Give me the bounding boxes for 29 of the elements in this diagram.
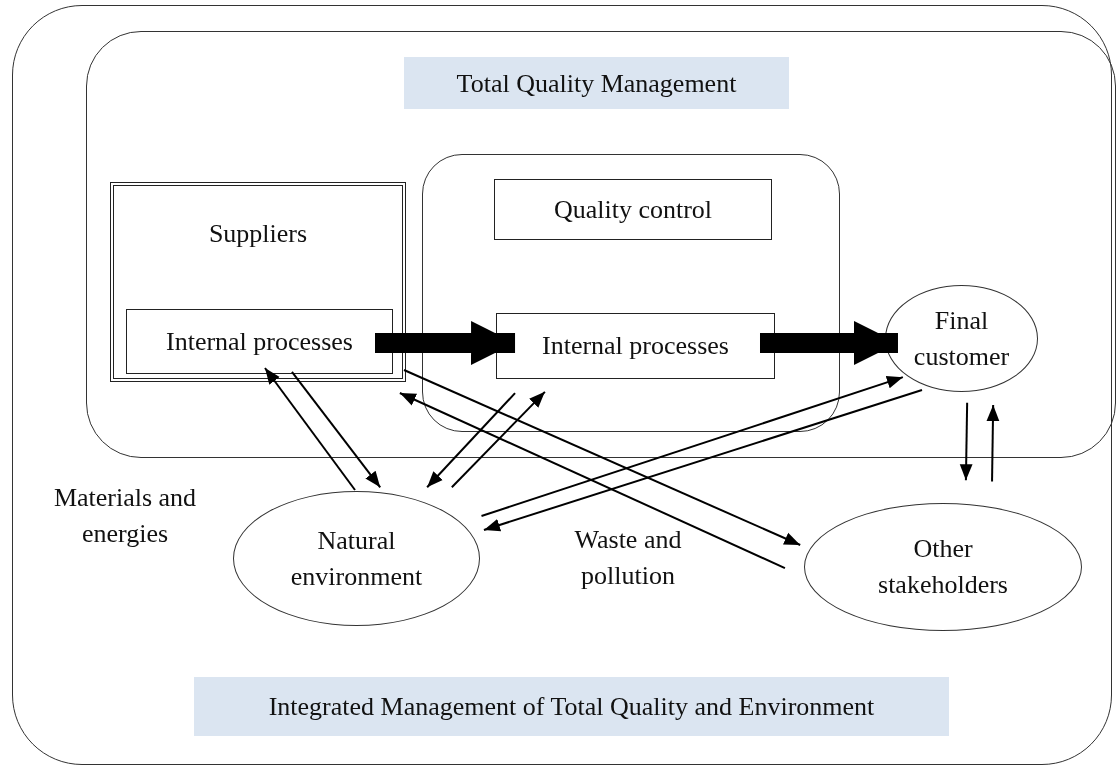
rounded-frame: [422, 154, 840, 432]
rounded-frame: [86, 31, 1116, 458]
node-text: Quality control: [553, 193, 713, 226]
arrow: [986, 404, 1000, 483]
node-text: Internal processes: [542, 330, 729, 362]
process-box: [496, 313, 775, 379]
note-text: Waste and pollution: [573, 524, 683, 592]
node-text: Final customer: [912, 304, 1011, 373]
thick-arrow: [760, 320, 898, 365]
arrow: [482, 389, 923, 532]
arrow: [480, 376, 904, 518]
node-text: Other stakeholders: [877, 533, 1009, 601]
node-text: Natural environment: [289, 524, 424, 593]
title-band: Integrated Management of Total Quality and Environment: [194, 677, 949, 736]
process-box: [494, 179, 772, 240]
node-text: Internal processes: [166, 325, 353, 358]
arrow: [403, 369, 802, 546]
process-box: [126, 309, 393, 374]
arrow: [398, 392, 786, 570]
arrow: [426, 392, 517, 489]
arrow: [450, 390, 546, 489]
arrow: [290, 370, 382, 489]
thick-arrow: [375, 321, 516, 365]
arrow: [959, 401, 973, 482]
arrow: [264, 367, 356, 491]
process-box: [110, 182, 406, 382]
title-band: Total Quality Management: [404, 57, 789, 109]
box-heading: Suppliers: [207, 218, 309, 250]
note-text: Materials and energies: [52, 482, 198, 550]
